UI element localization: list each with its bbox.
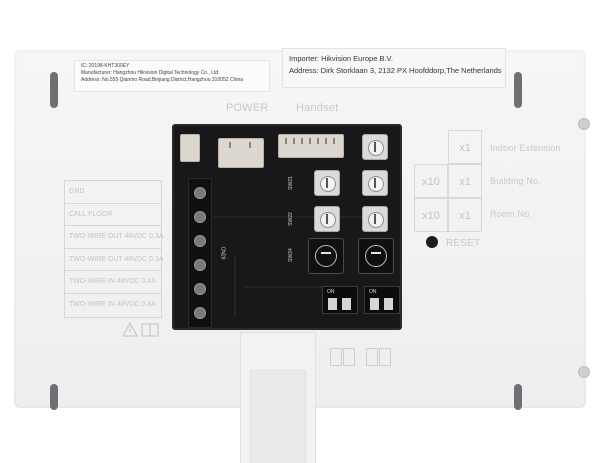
rotary-switch-building-x1[interactable]: [362, 170, 388, 196]
terminal-label-row: TWO-WIRE OUT 48VDC 0.3A: [65, 226, 163, 249]
multiplier-x10-room: x10: [414, 198, 448, 232]
power-connector[interactable]: [218, 138, 264, 168]
small-connector[interactable]: [180, 134, 200, 162]
terminal-label-row: TWO-WIRE OUT 48VDC 0.3A: [65, 249, 163, 272]
terminal-screw[interactable]: [194, 211, 206, 223]
mounting-slot-bottom-left: [50, 384, 58, 410]
handset-connector[interactable]: [278, 134, 344, 158]
pcb-trace: [234, 256, 236, 316]
dip-on-label: ON: [327, 289, 335, 295]
room-no-label: Room No.: [490, 209, 533, 219]
rotary-switch-room-x10[interactable]: [314, 206, 340, 232]
sticker-ic-line: IC: 20198-KHT300EY: [81, 63, 130, 69]
importer-sticker: Importer: Hikvision Europe B.V. Address:…: [282, 48, 506, 88]
multiplier-x10-building: x10: [414, 164, 448, 198]
dip-switch-left[interactable]: ON: [322, 286, 358, 314]
multiplier-x1-indoor: x1: [448, 130, 482, 164]
circuit-board: CN29 SW21 SW22 SW24 ON ON: [172, 124, 402, 330]
switch-symbol-icon: [343, 348, 355, 366]
mounting-slot-top-right: [514, 72, 522, 108]
warning-icon: [122, 321, 160, 343]
sticker-manufacturer-line: Manufacturer: Hangzhou Hikvision Digital…: [81, 70, 220, 76]
screw-hole-right-bottom: [578, 366, 590, 378]
reset-label: RESET: [446, 238, 481, 249]
pcb-trace: [214, 216, 364, 218]
switch-symbol-icon: [330, 348, 342, 366]
selector-switch-left[interactable]: [308, 238, 344, 274]
switch-symbol-icon: [366, 348, 378, 366]
terminal-screw[interactable]: [194, 283, 206, 295]
pcb-trace: [244, 286, 324, 288]
sticker-address-line: Address: No.555 Qianmo Road,Binjiang Dis…: [81, 77, 244, 83]
mounting-slot-top-left: [50, 72, 58, 108]
indoor-extension-label: Indoor Extension: [490, 143, 561, 153]
connector-label: CN29: [219, 246, 226, 260]
terminal-label-table: GND CALL FLOOR TWO-WIRE OUT 48VDC 0.3A T…: [64, 180, 163, 318]
manufacturer-sticker: IC: 20198-KHT300EY Manufacturer: Hangzho…: [74, 60, 270, 92]
rotary-switch-indoor[interactable]: [362, 134, 388, 160]
switch-label-sw22: SW22: [287, 212, 294, 226]
dip-switch-right[interactable]: ON: [364, 286, 400, 314]
terminal-label-row: TWO-WIRE IN 48VDC 0.4A: [69, 300, 156, 308]
terminal-screw[interactable]: [194, 235, 206, 247]
dip-on-label: ON: [369, 289, 377, 295]
terminal-label-row: TWO-WIRE IN 48VDC 0.4A: [65, 271, 161, 294]
terminal-screw[interactable]: [194, 307, 206, 319]
power-label: POWER: [226, 102, 269, 114]
switch-label-sw24: SW24: [287, 248, 294, 262]
multiplier-x1-room: x1: [448, 198, 482, 232]
reset-button[interactable]: [426, 236, 438, 248]
terminal-screw[interactable]: [194, 259, 206, 271]
terminal-screw[interactable]: [194, 187, 206, 199]
wiring-terminal-block[interactable]: [188, 178, 212, 328]
selector-switch-right[interactable]: [358, 238, 394, 274]
handset-label: Handset: [296, 102, 339, 114]
mounting-slot-bottom-right: [514, 384, 522, 410]
terminal-label-row: GND: [65, 181, 161, 204]
rotary-switch-room-x1[interactable]: [362, 206, 388, 232]
terminal-label-row: CALL FLOOR: [65, 204, 161, 227]
switch-symbol-icon: [379, 348, 391, 366]
cable-channel-inner: [250, 370, 306, 463]
screw-hole-right-top: [578, 118, 590, 130]
sticker-importer-address: Address: Dirk Storklaan 3, 2132 PX Hoofd…: [289, 66, 502, 75]
multiplier-x1-building: x1: [448, 164, 482, 198]
sticker-importer-line: Importer: Hikvision Europe B.V.: [289, 54, 393, 63]
rotary-switch-building-x10[interactable]: [314, 170, 340, 196]
building-no-label: Building No.: [490, 176, 541, 186]
switch-label-sw21: SW21: [287, 176, 294, 190]
